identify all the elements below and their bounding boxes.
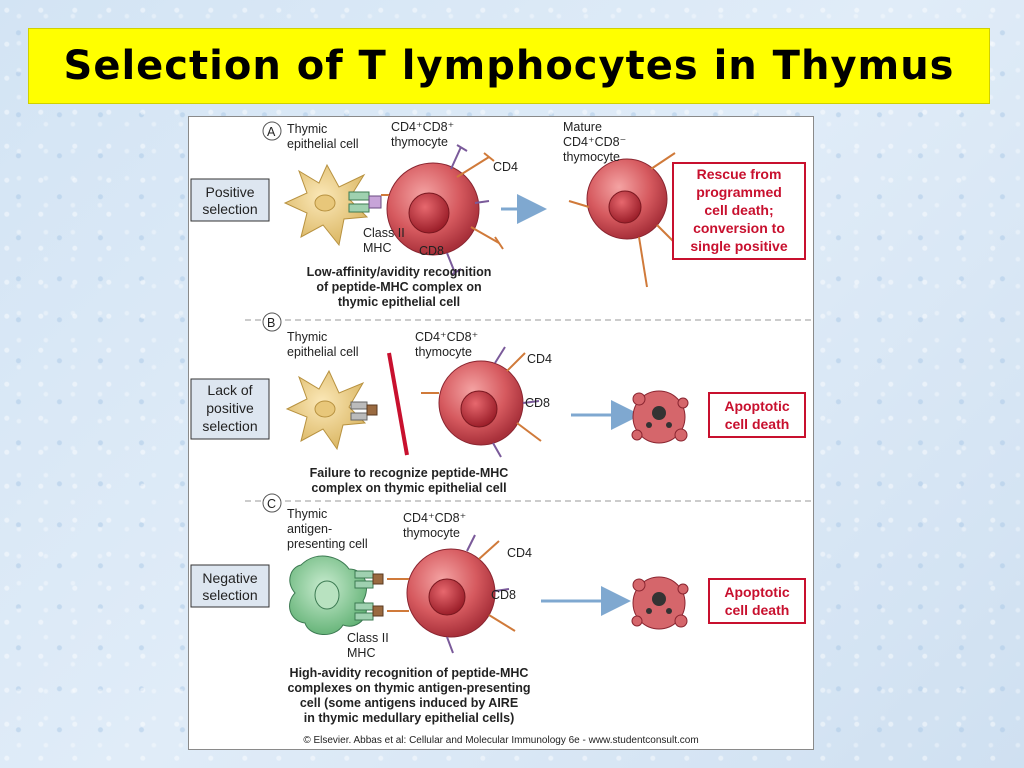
mhc-label-a-line2: MHC — [363, 241, 391, 255]
outcome-box-b — [708, 392, 806, 438]
outcome-b-line2: cell death — [725, 416, 790, 432]
negative-selection-line1: Negative — [202, 570, 257, 586]
cd4-receptors-b — [421, 352, 542, 442]
mhc-complex-a — [348, 191, 382, 213]
caption-c-line1: High-avidity recognition of peptide-MHC — [290, 666, 529, 680]
outcome-a-line5: single positive — [690, 238, 787, 254]
panel-b: B Lack of positive selection Thymic epit… — [190, 312, 806, 495]
caption-a-line2: of peptide-MHC complex on — [316, 280, 481, 294]
cd8-receptors-a — [446, 144, 490, 276]
outcome-box-c — [708, 578, 806, 624]
mature-thymocyte-nucleus — [608, 190, 642, 224]
caption-b-line1: Failure to recognize peptide-MHC — [310, 466, 509, 480]
panel-a-letter-circle — [262, 121, 282, 141]
mhc-label-c-line2: MHC — [347, 646, 375, 660]
positive-selection-box — [190, 178, 270, 222]
thymocyte-nucleus-a — [408, 192, 450, 234]
mhc-label-a-line1: Class II — [363, 226, 405, 240]
panel-b-letter-circle — [262, 312, 282, 332]
outcome-c-line1: Apoptotic — [724, 584, 790, 600]
cd8-label-c: CD8 — [491, 588, 516, 602]
panel-c-letter: C — [267, 497, 276, 511]
thymocyte-label-a-line2: thymocyte — [391, 135, 448, 149]
epi-label-b-line1: Thymic — [287, 330, 327, 344]
mhc-complex-c — [354, 570, 384, 621]
outcome-b-line1: Apoptotic — [724, 398, 790, 414]
caption-b-line2: complex on thymic epithelial cell — [311, 481, 506, 495]
panel-b-letter: B — [267, 316, 275, 330]
apc-label-line1: Thymic — [287, 507, 327, 521]
caption-c-line2: complexes on thymic antigen-presenting — [287, 681, 530, 695]
lack-selection-line3: selection — [202, 418, 257, 434]
caption-c-line4: in thymic medullary epithelial cells) — [304, 711, 515, 725]
cd8-receptors-b — [492, 346, 540, 458]
page-title: Selection of T lymphocytes in Thymus — [63, 43, 955, 89]
outcome-a-line1: Rescue from — [697, 166, 782, 182]
thymocyte-label-b-line1: CD4⁺CD8⁺ — [415, 330, 478, 344]
mhc-label-c-line1: Class II — [347, 631, 389, 645]
outcome-a-line3: cell death; — [704, 202, 773, 218]
lack-selection-line1: Lack of — [207, 382, 252, 398]
apc-nucleus — [314, 580, 340, 610]
lack-positive-selection-box — [190, 378, 270, 440]
epi-label-a-line1: Thymic — [287, 122, 327, 136]
apoptotic-cell-c — [631, 576, 689, 630]
apoptotic-cell-b — [631, 390, 689, 444]
thymocyte-nucleus-b — [460, 390, 498, 428]
panel-c-letter-circle — [262, 493, 282, 513]
cd8-receptors-c — [446, 534, 510, 654]
copyright: © Elsevier. Abbas et al: Cellular and Mo… — [303, 735, 698, 746]
positive-selection-line1: Positive — [205, 184, 254, 200]
thymocyte-label-b-line2: thymocyte — [415, 345, 472, 359]
mature-label-line3: thymocyte — [563, 150, 620, 164]
thymocyte-label-c-line2: thymocyte — [403, 526, 460, 540]
epi-label-a-line2: epithelial cell — [287, 137, 359, 151]
caption-a-line3: thymic epithelial cell — [338, 295, 460, 309]
negative-selection-box — [190, 564, 270, 608]
mature-label-line2: CD4⁺CD8⁻ — [563, 135, 626, 149]
thymocyte-label-c-line1: CD4⁺CD8⁺ — [403, 511, 466, 525]
title-banner: Selection of T lymphocytes in Thymus — [28, 28, 990, 104]
cd8-label-a: CD8 — [419, 244, 444, 258]
outcome-a-line2: programmed — [696, 184, 782, 200]
positive-selection-line2: selection — [202, 201, 257, 217]
thymus-selection-figure: A Positive selection Thymic epithelial c… — [188, 116, 814, 750]
cd8-label-b: CD8 — [525, 396, 550, 410]
panel-a: A Positive selection Thymic epithelial c… — [190, 120, 806, 309]
apc-label-line2: antigen- — [287, 522, 332, 536]
cd4-receptors-a — [381, 152, 504, 250]
thymocyte-nucleus-c — [428, 578, 466, 616]
epi-nucleus-a — [314, 194, 336, 212]
panel-c: C Negative selection Thymic antigen- pre… — [190, 493, 806, 725]
epi-nucleus-b — [314, 400, 336, 418]
cd4-label-a: CD4 — [493, 160, 518, 174]
outcome-a-line4: conversion to — [693, 220, 785, 236]
cd4-receptors-c — [387, 540, 516, 632]
block-bar-b — [387, 352, 409, 456]
negative-selection-line2: selection — [202, 587, 257, 603]
panel-a-letter: A — [267, 125, 276, 139]
outcome-c-line2: cell death — [725, 602, 790, 618]
outcome-box-a — [672, 162, 806, 260]
epi-label-b-line2: epithelial cell — [287, 345, 359, 359]
caption-a-line1: Low-affinity/avidity recognition — [307, 265, 492, 279]
thymocyte-label-a-line1: CD4⁺CD8⁺ — [391, 120, 454, 134]
figure-canvas: A Positive selection Thymic epithelial c… — [190, 120, 811, 746]
apc-label-line3: presenting cell — [287, 537, 368, 551]
cd4-label-b: CD4 — [527, 352, 552, 366]
caption-c-line3: cell (some antigens induced by AIRE — [300, 696, 518, 710]
lack-selection-line2: positive — [206, 400, 254, 416]
cd4-label-c: CD4 — [507, 546, 532, 560]
mhc-complex-b — [350, 401, 378, 421]
mature-label-line1: Mature — [563, 120, 602, 134]
